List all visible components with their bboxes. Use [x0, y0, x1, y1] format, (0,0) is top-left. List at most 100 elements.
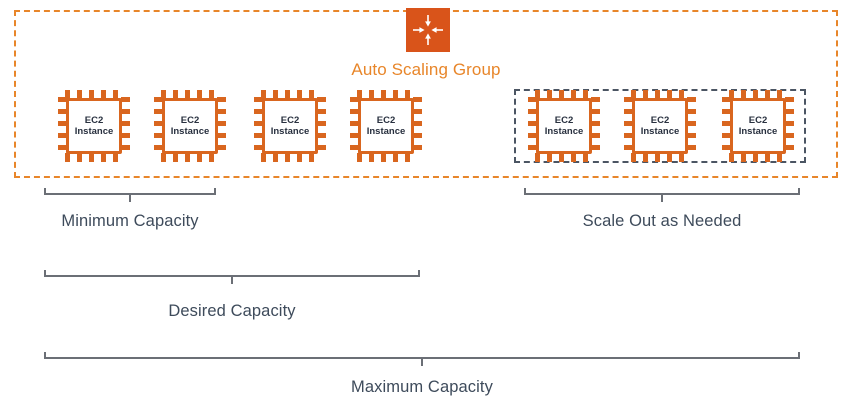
chip-pin [217, 109, 226, 114]
chip-pin [777, 90, 782, 99]
chip-pin [254, 145, 263, 150]
chip-pin [350, 97, 359, 102]
chip-pin [273, 90, 278, 99]
chip-pin [261, 90, 266, 99]
chip-pin [624, 133, 633, 138]
chip-pin [667, 153, 672, 162]
chip-pin [722, 145, 731, 150]
chip-pin [113, 153, 118, 162]
chip-pin [113, 90, 118, 99]
chip-pin [765, 90, 770, 99]
chip-pin [785, 133, 794, 138]
chip-pin [413, 97, 422, 102]
chip-pin [624, 97, 633, 102]
chip-pin [624, 145, 633, 150]
chip-pin [254, 97, 263, 102]
capacity-bracket-scale-out-as-needed [524, 188, 800, 202]
chip-pin [121, 109, 130, 114]
chip-pin [58, 133, 67, 138]
chip-pin [317, 97, 326, 102]
ec2-instance-label-line1: EC2 [280, 115, 300, 126]
chip-pin [154, 109, 163, 114]
capacity-label-maximum-capacity: Maximum Capacity [351, 378, 493, 396]
bracket-cap-left [44, 270, 46, 277]
chip-pin [591, 133, 600, 138]
chip-pin [687, 133, 696, 138]
chip-pin [571, 90, 576, 99]
ec2-instance-label-line2: Instance [270, 126, 310, 137]
bracket-cap-left [44, 188, 46, 195]
capacity-bracket-desired-capacity [44, 270, 420, 284]
ec2-instance-label-line2: Instance [544, 126, 584, 137]
chip-pin [121, 145, 130, 150]
chip-pin [369, 90, 374, 99]
chip-pin [679, 153, 684, 162]
chip-pin [643, 90, 648, 99]
ec2-instance-label-line2: Instance [366, 126, 406, 137]
chip-pin [121, 121, 130, 126]
chip-pin [535, 90, 540, 99]
capacity-label-minimum-capacity: Minimum Capacity [61, 212, 199, 230]
chip-pin [753, 153, 758, 162]
chip-pin [559, 90, 564, 99]
ec2-instance-label-line2: Instance [640, 126, 680, 137]
chip-pin [547, 90, 552, 99]
chip-pin [559, 153, 564, 162]
capacity-label-desired-capacity: Desired Capacity [168, 302, 296, 320]
chip-pin [722, 109, 731, 114]
chip-pin [173, 153, 178, 162]
chip-pin [583, 90, 588, 99]
chip-pin [777, 153, 782, 162]
chip-pin [89, 90, 94, 99]
chip-pin [65, 90, 70, 99]
chip-pin [583, 153, 588, 162]
capacity-label-scale-out-as-needed: Scale Out as Needed [582, 212, 742, 230]
chip-pin [350, 109, 359, 114]
bracket-cap-right [798, 188, 800, 195]
chip-pin [624, 121, 633, 126]
bracket-center-tick [661, 194, 663, 202]
chip-pin [687, 145, 696, 150]
chip-pin [185, 90, 190, 99]
chip-pin [528, 133, 537, 138]
chip-pin [631, 153, 636, 162]
chip-pin [667, 90, 672, 99]
chip-pin [317, 121, 326, 126]
chip-pin [254, 109, 263, 114]
chip-pin [58, 121, 67, 126]
chip-pin [309, 153, 314, 162]
chip-pin [209, 90, 214, 99]
chip-pin [785, 97, 794, 102]
chip-pin [413, 121, 422, 126]
chip-pin [655, 153, 660, 162]
chip-pin [528, 109, 537, 114]
chip-pin [161, 90, 166, 99]
chip-pin [154, 145, 163, 150]
chip-pin [729, 153, 734, 162]
chip-pin [297, 153, 302, 162]
ec2-instance-label-line1: EC2 [748, 115, 768, 126]
chip-pin [591, 121, 600, 126]
chip-pin [350, 145, 359, 150]
chip-pin [547, 153, 552, 162]
chip-pin [393, 153, 398, 162]
auto-scaling-group-title: Auto Scaling Group [351, 60, 501, 79]
capacity-bracket-minimum-capacity [44, 188, 216, 202]
chip-pin [528, 145, 537, 150]
chip-pin [535, 153, 540, 162]
chip-pin [722, 133, 731, 138]
chip-pin [77, 90, 82, 99]
chip-pin [631, 90, 636, 99]
bracket-cap-right [798, 352, 800, 359]
chip-pin [357, 90, 362, 99]
bracket-center-tick [129, 194, 131, 202]
chip-pin [217, 145, 226, 150]
chip-pin [357, 153, 362, 162]
